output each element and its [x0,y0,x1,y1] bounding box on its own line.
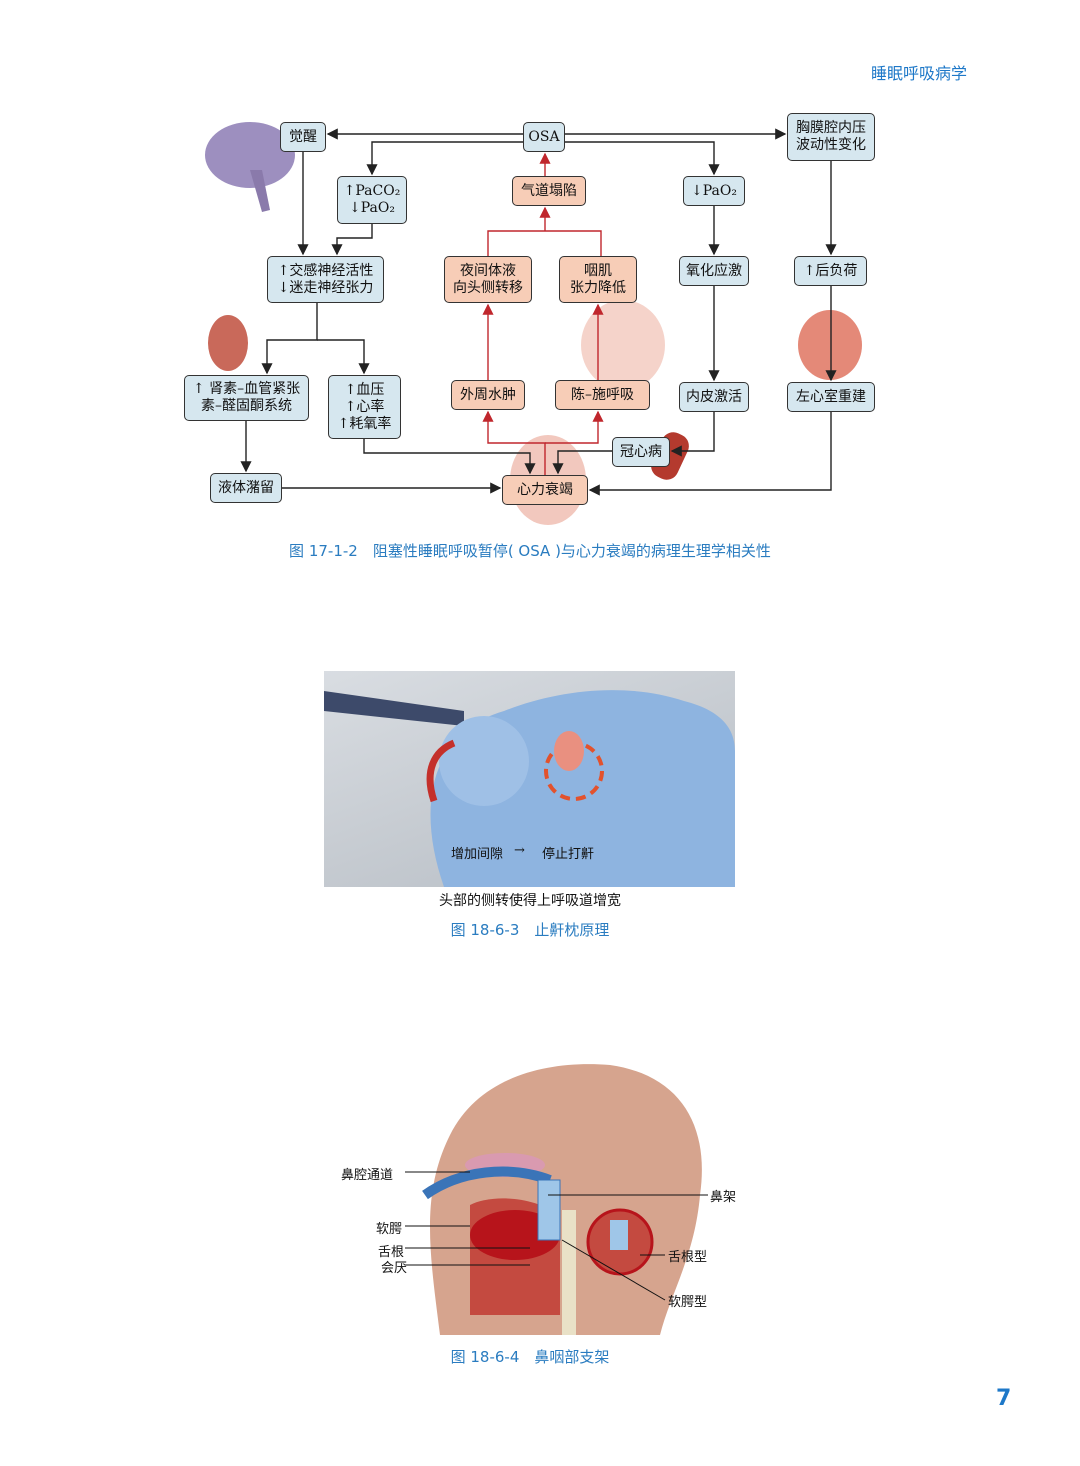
nasopharyngeal-stent-illustration [405,1064,708,1335]
box-paco2: ↑PaCO₂ ↓PaO₂ [337,176,407,224]
label-soft-palate-type: 软腭型 [668,1295,708,1310]
figure3-caption: 图 18-6-4 鼻咽部支架 [450,1348,610,1366]
figure2-caption: 图 18-6-3 止鼾枕原理 [450,921,610,939]
label-epiglottis: 会厌 [381,1261,408,1276]
box-arousal: 觉醒 [280,122,326,152]
box-pharynx: 咽肌 张力降低 [559,256,637,303]
box-pao2: ↓PaO₂ [683,176,745,206]
box-fluid-retention: 液体潴留 [210,473,282,503]
box-lv-remodel: 左心室重建 [787,382,875,412]
arrow-right-icon: → [514,843,525,858]
figure1-caption: 图 17-1-2 阻塞性睡眠呼吸暂停( OSA )与心力衰竭的病理生理学相关性 [289,542,771,560]
box-fluid-shift: 夜间体液 向头侧转移 [444,256,532,303]
page-number: 7 [996,1386,1012,1411]
box-oxidative-stress: 氧化应激 [679,256,749,286]
box-sympathetic: ↑交感神经活性 ↓迷走神经张力 [267,256,384,303]
lungs-illustration [581,300,665,390]
label-soft-palate: 软腭 [376,1222,403,1237]
box-edema: 外周水肿 [451,380,525,410]
pillow-photo: 增加间隙 → 停止打鼾 [324,671,735,887]
label-nasal-passage: 鼻腔通道 [341,1168,394,1183]
heart-vessel-illustration [798,310,862,380]
label-tongue-base-type: 舌根型 [668,1250,708,1265]
box-endothelial: 内皮激活 [679,382,749,412]
box-pleural-pressure: 胸膜腔内压 波动性变化 [787,113,875,161]
diagram-connectors [205,122,862,525]
box-chd: 冠心病 [612,437,670,467]
label-tongue-base: 舌根 [378,1245,405,1260]
brain-illustration [205,122,295,212]
figure2-subtitle: 头部的侧转使得上呼吸道增宽 [439,893,621,909]
label-stent: 鼻架 [710,1190,737,1205]
box-osa: OSA [523,122,565,152]
box-blood-pressure: ↑血压 ↑心率 ↑耗氧率 [328,375,401,439]
box-raas: ↑ 肾素–血管紧张 素–醛固酮系统 [184,375,309,421]
running-header: 睡眠呼吸病学 [870,64,967,83]
box-heart-failure: 心力衰竭 [502,475,588,505]
box-cheyne-stokes: 陈–施呼吸 [555,380,650,410]
photo-label-increase-gap: 增加间隙 [451,847,504,862]
box-airway-collapse: 气道塌陷 [512,176,586,206]
box-afterload: ↑后负荷 [794,256,867,286]
kidney-illustration [208,315,248,371]
photo-label-stop-snoring: 停止打鼾 [542,847,595,862]
